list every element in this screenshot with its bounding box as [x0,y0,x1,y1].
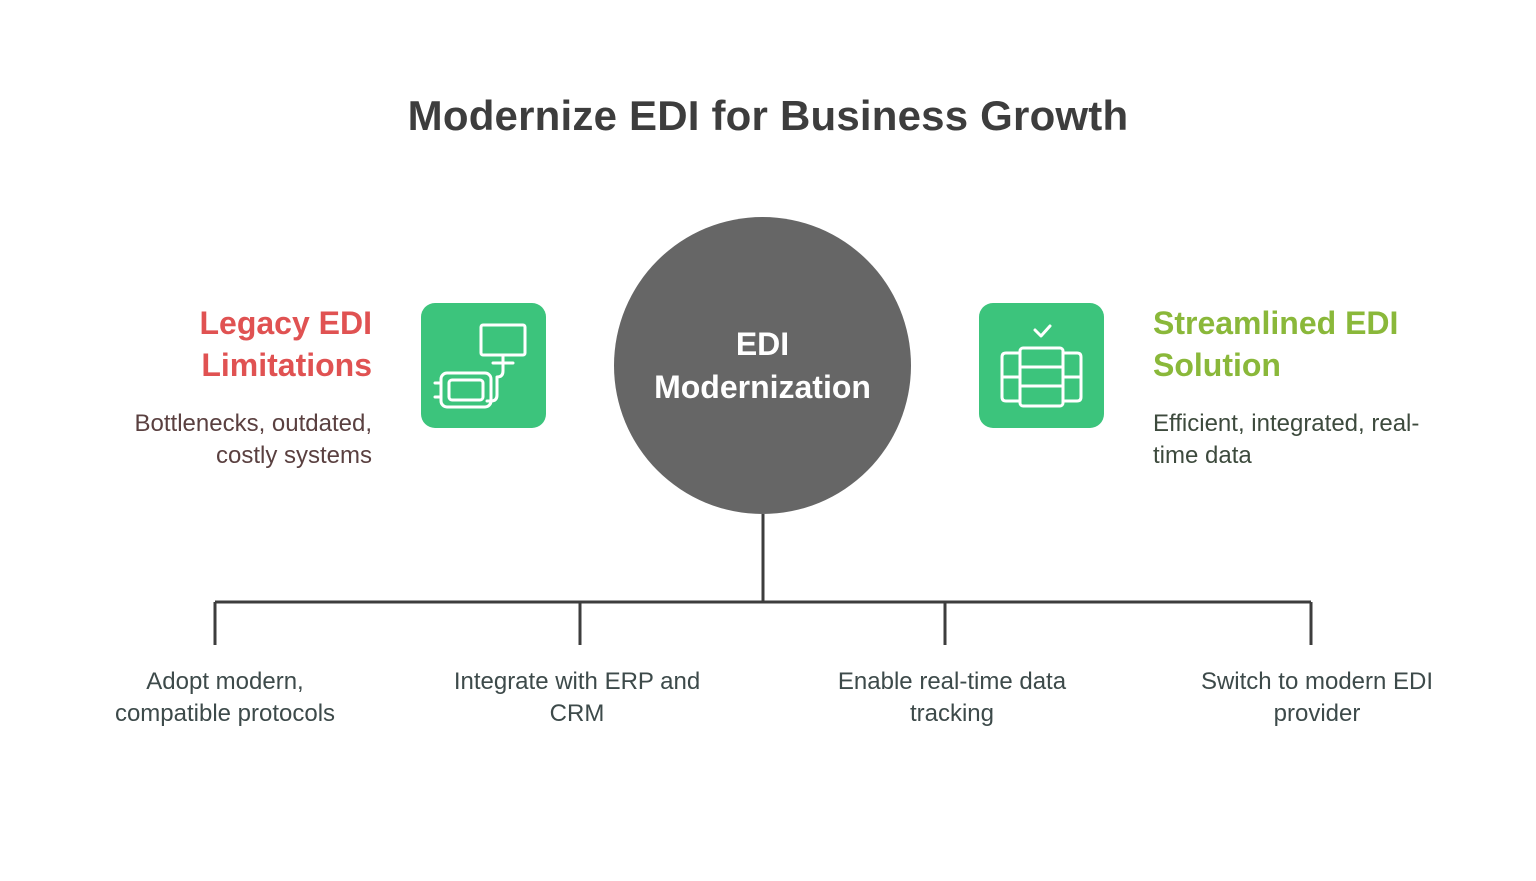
right-heading-line1: Streamlined EDI [1153,305,1399,341]
page-title: Modernize EDI for Business Growth [407,92,1129,139]
server-check-icon [979,303,1104,428]
branch-4-line2: provider [1273,700,1361,727]
branch-label-2: Integrate with ERP and CRM [427,666,727,730]
branch-1-line1: Adopt modern, [146,668,304,695]
center-node: EDI Modernization [614,217,911,514]
right-heading: Streamlined EDI Solution [1153,302,1398,386]
left-heading-line2: Limitations [201,347,372,383]
center-node-line2: Modernization [654,368,871,405]
branch-label-4: Switch to modern EDI provider [1167,666,1467,730]
branch-1-line2: compatible protocols [114,700,336,727]
right-heading-line2: Solution [1153,347,1281,383]
left-description: Bottlenecks, outdated, costly systems [135,408,373,472]
branch-label-3: Enable real-time data tracking [802,666,1102,730]
branch-3-line1: Enable real-time data [837,668,1067,695]
right-description: Efficient, integrated, real- time data [1153,408,1463,472]
legacy-hardware-icon [421,303,546,428]
right-desc-line1: Efficient, integrated, real- [1153,410,1420,437]
right-desc-line2: time data [1153,442,1252,469]
branch-2-line1: Integrate with ERP and [453,668,701,695]
left-desc-line2: costly systems [215,442,372,469]
branch-4-line1: Switch to modern EDI [1200,668,1434,695]
left-desc-line1: Bottlenecks, outdated, [134,410,373,437]
branch-2-line2: CRM [549,700,605,727]
center-node-line1: EDI [735,325,790,362]
left-heading: Legacy EDI Limitations [199,302,372,386]
branch-3-line2: tracking [909,700,995,727]
branch-label-1: Adopt modern, compatible protocols [75,666,375,730]
left-heading-line1: Legacy EDI [199,305,372,341]
